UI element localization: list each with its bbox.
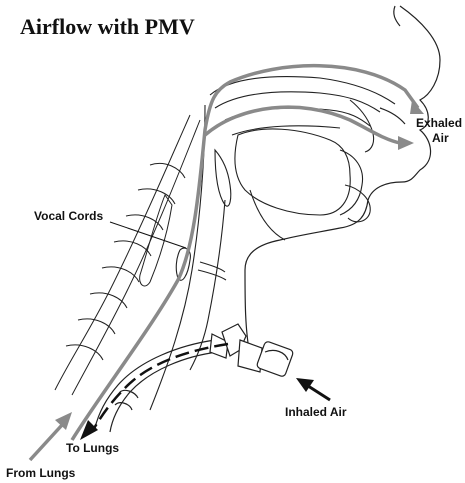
tracheostomy-tube	[95, 324, 294, 432]
exhaled-air-label-line2: Air	[432, 131, 449, 145]
exhaled-mouth-arrowhead	[398, 136, 414, 150]
vocal-cords-label: Vocal Cords	[34, 209, 103, 223]
head-profile-outline	[245, 6, 440, 355]
to-lungs-label: To Lungs	[66, 441, 119, 455]
inhaled-air-arrowhead	[296, 378, 314, 392]
inhaled-airflow-path	[93, 344, 228, 430]
exhaled-air-label-line1: Exhaled	[416, 116, 462, 130]
from-lungs-label: From Lungs	[6, 466, 75, 480]
exhaled-mouth-airflow	[205, 107, 400, 143]
nasal-cavity-outline	[210, 77, 395, 207]
exhaled-airflow-path	[72, 66, 418, 440]
from-lungs-arrow-shaft	[30, 425, 62, 460]
inhaled-air-label: Inhaled Air	[285, 405, 347, 419]
vocal-cords-leader-line	[110, 222, 186, 248]
